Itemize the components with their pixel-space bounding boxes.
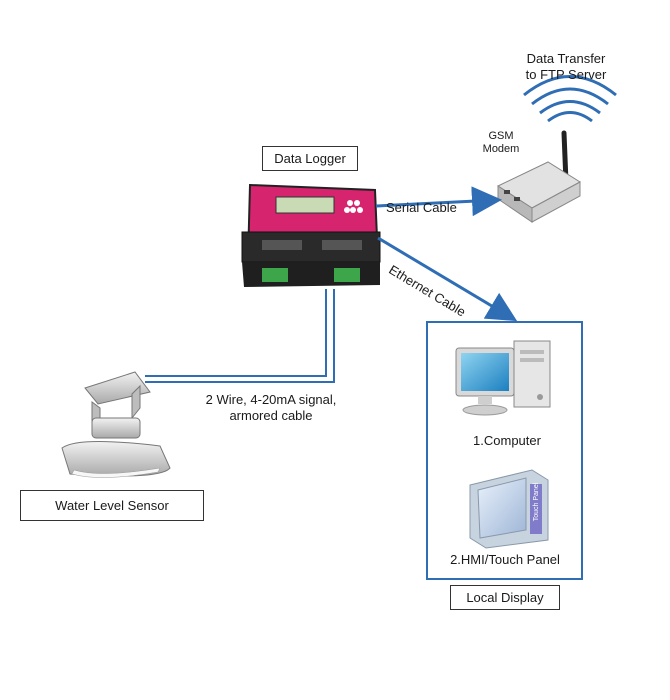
water-level-sensor-label: Water Level Sensor [20, 490, 204, 521]
ftp-title-line2: to FTP Server [525, 67, 607, 82]
local-display-label: Local Display [450, 585, 560, 610]
local-display-frame [426, 321, 583, 580]
serial-cable-label: Serial Cable [386, 200, 457, 215]
modem-label-line2: Modem [482, 143, 520, 155]
wireless-signal-icon [523, 75, 617, 123]
touch-panel-screen-text: Touch Panel [533, 482, 540, 522]
computer-label: 1.Computer [473, 433, 541, 448]
data-logger-icon [241, 183, 381, 287]
hmi-label: 2.HMI/Touch Panel [450, 552, 560, 567]
sensor-cable-line1: 2 Wire, 4-20mA signal, [205, 392, 337, 407]
local-display-text: Local Display [466, 590, 544, 605]
data-logger-label: Data Logger [262, 146, 358, 171]
water-level-sensor-icon [61, 371, 171, 478]
water-level-sensor-text: Water Level Sensor [55, 498, 169, 513]
sensor-cable-line2: armored cable [229, 408, 313, 423]
hmi-touch-panel-icon [469, 469, 549, 549]
gsm-modem-icon [496, 130, 581, 223]
ftp-title-line1: Data Transfer [526, 51, 606, 66]
modem-label-line1: GSM [488, 130, 514, 142]
computer-icon [455, 340, 551, 416]
data-logger-text: Data Logger [274, 151, 346, 166]
